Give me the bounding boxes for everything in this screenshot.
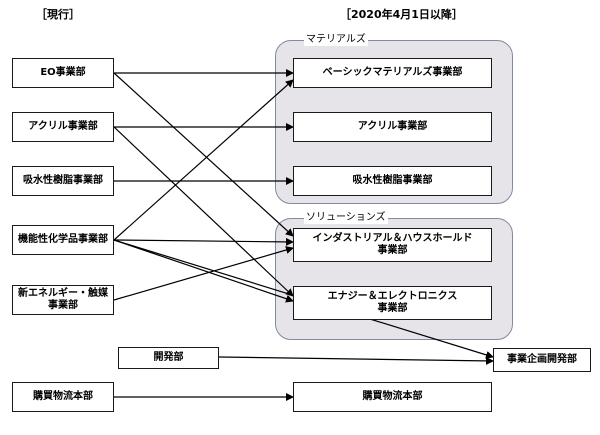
future-header: ［2020年4月1日以降］ bbox=[340, 8, 463, 21]
new-industrial-household-division: インダストリアル＆ハウスホールド 事業部 bbox=[293, 228, 492, 262]
arrow-functional-to-energy bbox=[113, 239, 294, 303]
current-absorbent-division: 吸水性樹脂事業部 bbox=[12, 166, 114, 196]
current-procurement-logistics: 購買物流本部 bbox=[12, 382, 114, 412]
new-energy-electronics-division: エナジー＆エレクトロニクス 事業部 bbox=[293, 286, 492, 320]
solutions-group-label: ソリューションズ bbox=[304, 212, 388, 224]
current-rnd-department: 開発部 bbox=[118, 347, 219, 369]
arrow-functional-to-basic bbox=[113, 79, 294, 241]
new-business-planning-department: 事業企画開発部 bbox=[493, 348, 591, 372]
arrow-energy-to-industrial bbox=[113, 246, 294, 301]
arrow-acrylic-to-energy bbox=[113, 126, 294, 297]
current-eo-division: EO事業部 bbox=[12, 58, 114, 88]
current-new-energy-catalyst-division: 新エネルギー・触媒 事業部 bbox=[12, 285, 114, 315]
materials-group-label: マテリアルズ bbox=[304, 34, 368, 46]
current-acrylic-division: アクリル事業部 bbox=[12, 112, 114, 142]
arrow-eo-to-industrial bbox=[113, 72, 294, 237]
current-header: ［現行］ bbox=[36, 8, 80, 21]
arrow-rnd-to-planning bbox=[218, 356, 494, 365]
new-basic-materials-division: ベーシックマテリアルズ事業部 bbox=[293, 58, 492, 88]
new-acrylic-division: アクリル事業部 bbox=[293, 112, 492, 142]
new-procurement-logistics: 購買物流本部 bbox=[293, 382, 492, 412]
arrow-functional-to-industrial bbox=[113, 237, 294, 246]
new-absorbent-division: 吸水性樹脂事業部 bbox=[293, 166, 492, 196]
current-functional-chemicals-division: 機能性化学品事業部 bbox=[12, 225, 114, 255]
